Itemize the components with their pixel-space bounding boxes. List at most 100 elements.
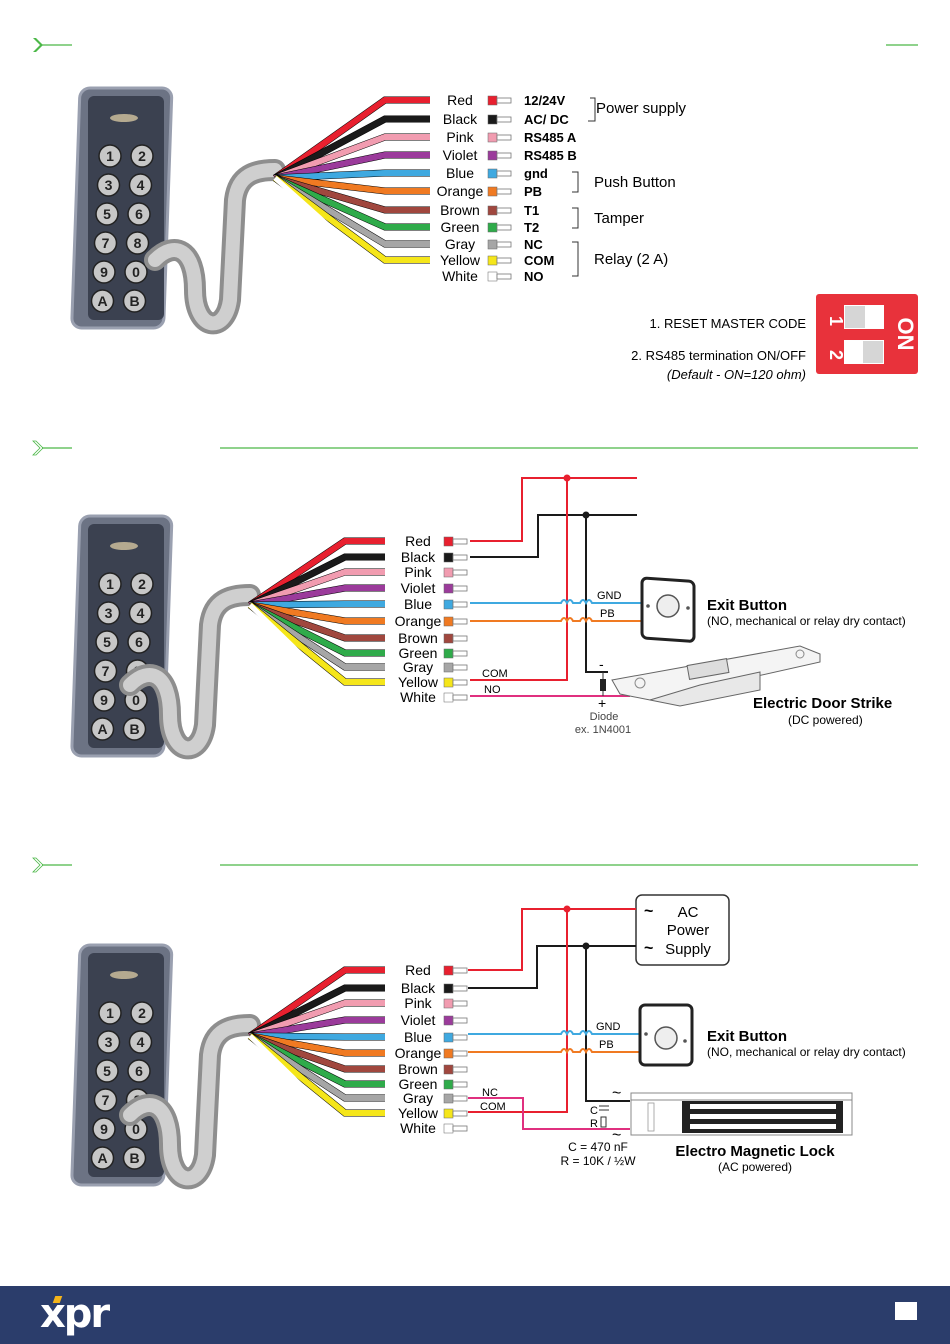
wire-red-power xyxy=(470,477,637,542)
wire-label: Green xyxy=(399,645,438,661)
mag-lock-subtitle: (AC powered) xyxy=(718,1160,792,1174)
gnd-label: GND xyxy=(597,590,622,602)
bracket-power xyxy=(588,97,596,122)
keypad-key: 5 xyxy=(95,1059,119,1083)
section-header-2 xyxy=(32,440,918,456)
nc-label: NC xyxy=(482,1087,498,1099)
wire-label: Violet xyxy=(401,1012,436,1028)
keypad-key: 6 xyxy=(127,630,151,654)
svg-text:B: B xyxy=(129,721,139,737)
terminal-pin xyxy=(496,97,512,104)
wire-label: Orange xyxy=(395,613,442,629)
keypad-key: 4 xyxy=(128,173,153,197)
terminal-label: AC/ DC xyxy=(524,112,569,127)
dip-switch[interactable]: 1 2 ON xyxy=(816,294,918,374)
svg-text:A: A xyxy=(97,293,107,309)
terminal-pin xyxy=(452,1066,468,1073)
ac-label: AC xyxy=(678,904,699,921)
terminal-pin xyxy=(452,538,468,545)
mag-lock-title: Electro Magnetic Lock xyxy=(675,1143,835,1160)
keypad-key: 0 xyxy=(124,260,148,284)
bracket-push xyxy=(572,171,579,193)
svg-text:2: 2 xyxy=(138,576,146,592)
wire-row: Pink xyxy=(404,564,468,580)
wire-row: Pink xyxy=(404,995,468,1011)
cable xyxy=(144,159,286,335)
wire-blue-gnd xyxy=(470,599,642,606)
keypad-key: 7 xyxy=(93,231,118,255)
keypad-key: 1 xyxy=(98,1001,122,1025)
wire-black-drop xyxy=(585,515,608,673)
minus-sign: - xyxy=(599,656,604,672)
terminal-label: gnd xyxy=(524,166,548,181)
wire-orange-pb xyxy=(468,1048,640,1055)
wire-label: White xyxy=(442,268,478,284)
footer-bar: xpr xyxy=(0,1286,950,1344)
terminal-pin xyxy=(496,224,512,231)
terminal-swatch xyxy=(443,983,454,994)
wire-label: Yellow xyxy=(398,674,439,690)
wire-label: Brown xyxy=(398,1061,438,1077)
wire-row: Violet xyxy=(401,1012,468,1028)
wire-blue-gnd xyxy=(468,1030,640,1037)
wire-row: Orange xyxy=(395,613,468,629)
terminal-swatch xyxy=(443,1048,454,1059)
terminal-label: COM xyxy=(524,253,554,268)
terminal-label: T2 xyxy=(524,220,539,235)
wire-label: Black xyxy=(443,111,478,127)
wire-label: Pink xyxy=(446,129,474,145)
terminal-swatch xyxy=(443,1093,454,1104)
wire-label: Violet xyxy=(401,580,436,596)
wire-row: Blue xyxy=(404,596,468,612)
wire-fan xyxy=(247,966,385,1131)
wire-label: Brown xyxy=(440,202,480,218)
keypad-key: 7 xyxy=(93,659,118,683)
wire-black-power xyxy=(468,945,636,989)
terminal-label: RS485 B xyxy=(524,148,577,163)
keypad-key: 9 xyxy=(92,260,116,284)
svg-text:3: 3 xyxy=(105,605,113,621)
svg-text:3: 3 xyxy=(105,1034,113,1050)
terminal-pin xyxy=(496,241,512,248)
wire-row: Violet xyxy=(401,580,468,596)
gnd-label: GND xyxy=(596,1021,621,1033)
svg-text:0: 0 xyxy=(132,1121,140,1137)
wire-label: Blue xyxy=(404,1029,432,1045)
led-indicator xyxy=(110,971,138,979)
wire-row: Brown xyxy=(398,1061,468,1077)
bracket-relay xyxy=(572,241,579,277)
keypad-key: 5 xyxy=(95,202,119,226)
section-header-3 xyxy=(32,857,918,873)
terminal-pin xyxy=(496,116,512,123)
page-number-box xyxy=(895,1302,917,1320)
wire-label: Orange xyxy=(395,1045,442,1061)
terminal-swatch xyxy=(443,998,454,1009)
capacitor-icon xyxy=(599,1105,609,1111)
svg-text:9: 9 xyxy=(100,692,108,708)
pb-label: PB xyxy=(599,1039,614,1051)
tilde-icon: ~ xyxy=(644,940,653,957)
tilde-icon: ~ xyxy=(612,1085,621,1102)
keypad-key: 1 xyxy=(98,572,122,596)
wire-label: Gray xyxy=(403,1090,433,1106)
com-label: COM xyxy=(480,1101,506,1113)
terminal-swatch xyxy=(443,1123,454,1134)
wire-row: Gray xyxy=(403,1090,468,1106)
dip-item-2-note: (Default - ON=120 ohm) xyxy=(667,367,806,382)
keypad-key: 4 xyxy=(128,601,153,625)
wire-row: Gray xyxy=(403,659,468,675)
exit-button-subtitle: (NO, mechanical or relay dry contact) xyxy=(707,1045,906,1059)
terminal-swatch xyxy=(443,1108,454,1119)
keypad-key: 5 xyxy=(95,630,119,654)
svg-text:6: 6 xyxy=(135,1063,143,1079)
wire-orange-pb xyxy=(470,617,642,624)
exit-button-image xyxy=(640,576,696,643)
terminal-swatch xyxy=(443,965,454,976)
terminal-pin xyxy=(496,170,512,177)
terminal-pin xyxy=(496,188,512,195)
magnetic-lock-image xyxy=(630,1092,853,1136)
